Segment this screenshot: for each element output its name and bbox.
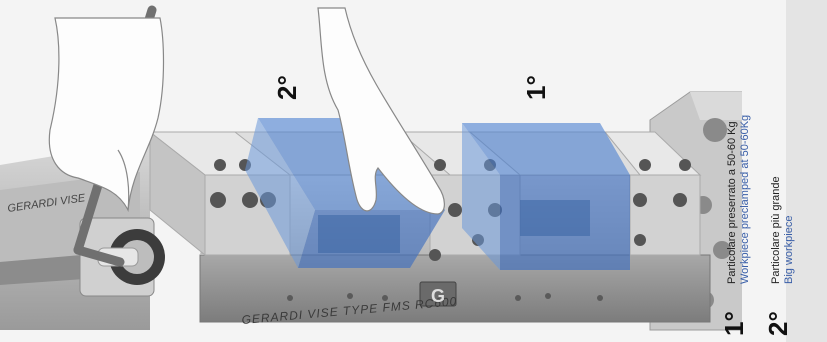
legend-first-english: Workpiece preclamped at 50-60Kg	[739, 115, 752, 284]
legend-second-italian: Particolare più grande	[770, 176, 783, 284]
marker-second: 2°	[272, 75, 302, 100]
legend-first-italian: Particolare preserrato a 50-60 Kg	[726, 115, 739, 284]
legend-panel-second: Particolare più grande Big workpiece 2°	[786, 0, 827, 342]
legend-panel-first: Particolare preserrato a 50-60 Kg Workpi…	[742, 0, 784, 342]
logo-letter: G	[431, 286, 445, 306]
legend-second-text: Particolare più grande Big workpiece	[770, 176, 796, 284]
legend-second-english: Big workpiece	[783, 176, 796, 284]
legend-first-text: Particolare preserrato a 50-60 Kg Workpi…	[726, 115, 752, 284]
marker-first: 1°	[521, 75, 551, 100]
legend-first-number: 1°	[719, 311, 750, 336]
workpiece-preclamped	[462, 123, 630, 270]
legend-second-number: 2°	[763, 311, 794, 336]
